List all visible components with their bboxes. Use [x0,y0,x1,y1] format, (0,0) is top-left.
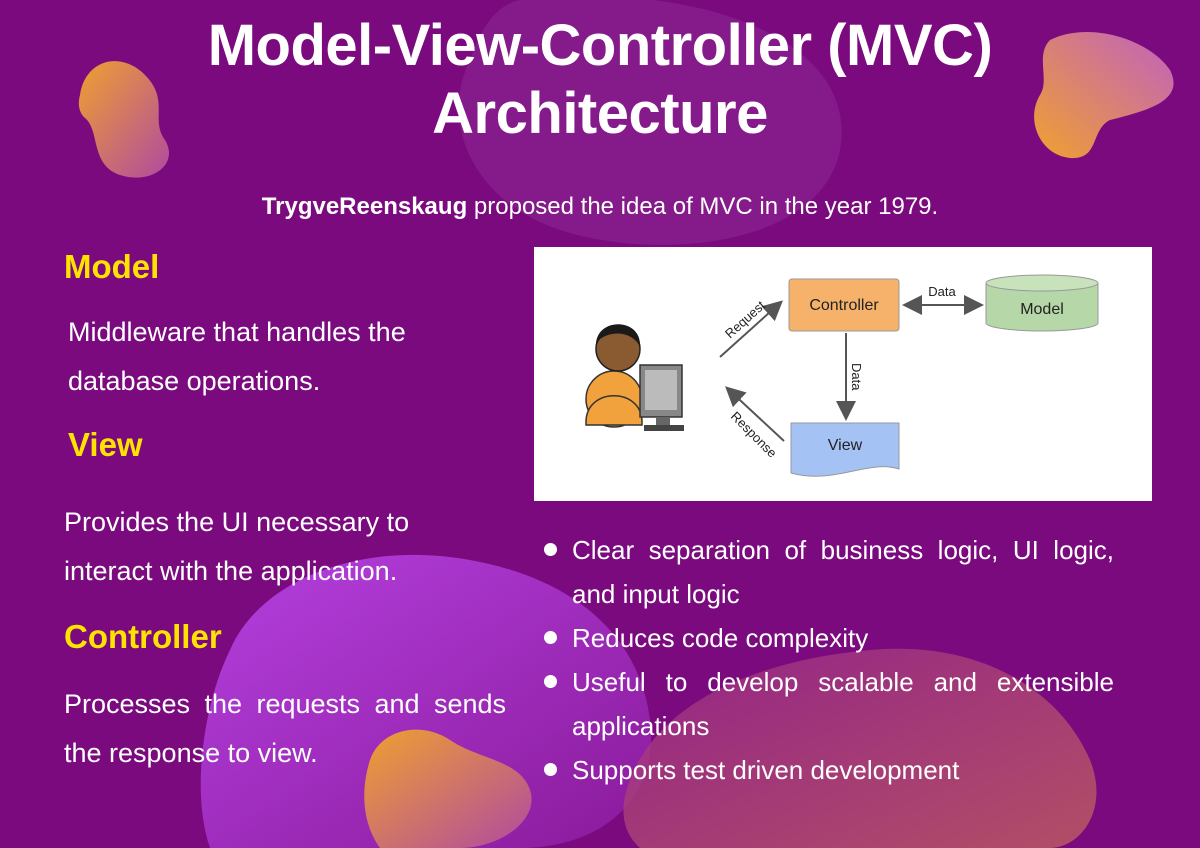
blob-bottom-right [623,648,1097,848]
controller-box [788,278,900,332]
title-line-2: Architecture [432,81,768,146]
response-arrow [725,386,785,442]
list-item: Reduces code complexity [542,616,1114,660]
benefits-list: Clear separation of business logic, UI l… [542,528,1114,792]
blob-top-right [1034,31,1174,159]
blob-top-left [78,61,169,178]
view-description-line-1: Provides the UI necessary to [64,507,410,537]
model-cylinder [985,274,1099,332]
model-description: Middleware that handles the database ope… [68,308,406,406]
view-description: Provides the UI necessary to interact wi… [64,498,409,596]
blob-top-center [458,0,842,245]
model-heading: Model [64,248,160,285]
subtitle: TrygveReenskaug proposed the idea of MVC… [0,192,1200,222]
controller-description: Processes the requests and sends the res… [64,680,506,778]
view-box-label: View [828,437,863,454]
subtitle-name: TrygveReenskaug [261,193,468,220]
view-heading: View [68,426,143,463]
view-box [790,422,900,477]
mvc-diagram: Controller Model View Data Data Request … [534,247,1152,501]
blob-bottom-purple [200,554,652,848]
subtitle-text: proposed the idea of MVC in the year 197… [467,193,939,220]
controller-description-line-1: Processes the requests and sends [64,689,506,719]
response-label: Response [728,409,780,461]
mvc-diagram-svg: Controller Model View Data Data Request … [585,274,1099,477]
model-description-line-1: Middleware that handles the [68,317,406,347]
controller-box-label: Controller [809,297,879,314]
list-item: Clear separation of business logic, UI l… [542,528,1114,616]
page-title: Model-View-Controller (MVC) Architecture [0,12,1200,148]
data-label-vertical: Data [849,363,864,391]
request-arrow [719,300,783,358]
list-item: Useful to develop scalable and extensibl… [542,660,1114,748]
blob-bottom-orange [364,729,532,848]
list-item: Supports test driven development [542,748,1114,792]
model-description-line-2: database operations. [68,366,321,396]
data-label-top: Data [928,284,956,299]
model-box-label: Model [1020,301,1064,318]
controller-description-line-2: the response to view. [64,738,318,768]
view-description-line-2: interact with the application. [64,556,398,586]
title-line-1: Model-View-Controller (MVC) [207,13,993,78]
controller-heading: Controller [64,618,222,655]
user-computer-icon [585,324,684,431]
